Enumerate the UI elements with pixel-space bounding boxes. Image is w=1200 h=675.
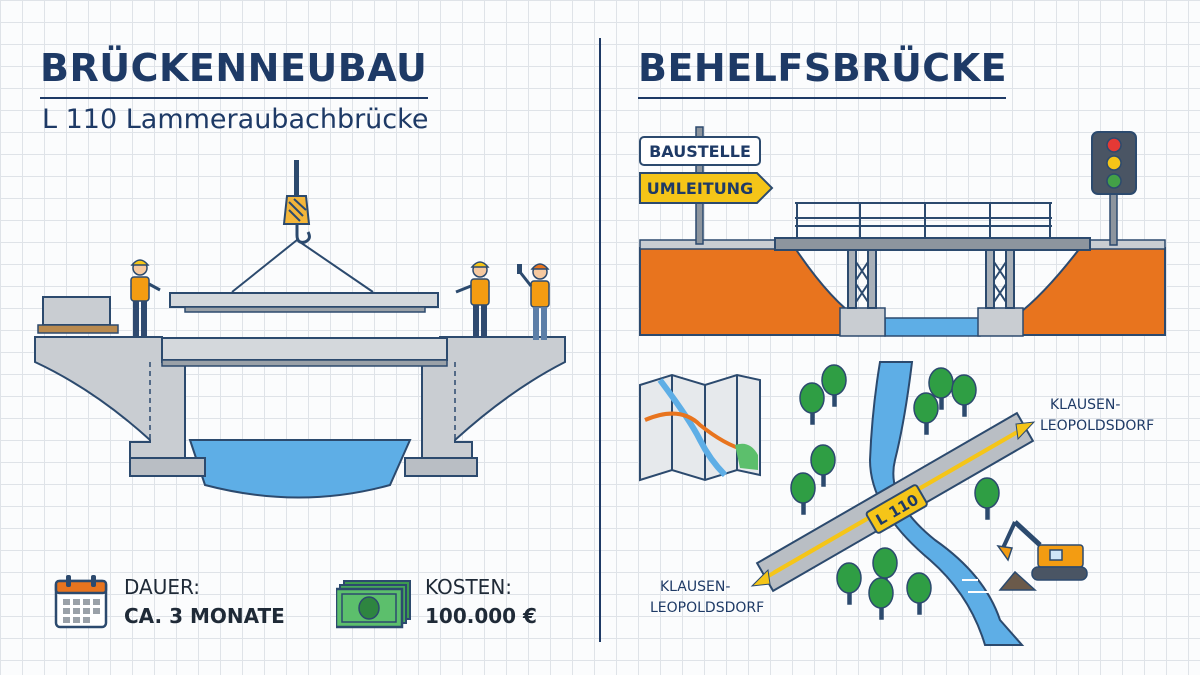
- umleitung-sign: [639, 172, 774, 204]
- bridge-railing: [795, 202, 1052, 238]
- banknote-icon: [336, 580, 411, 629]
- baustelle-sign-text: BAUSTELLE: [649, 142, 751, 161]
- duration-value: CA. 3 MONATE: [124, 604, 285, 628]
- concrete-block: [42, 296, 111, 326]
- worker-with-radio: [517, 263, 550, 340]
- steel-trestle-right: [985, 249, 1015, 309]
- right-title-underline: [638, 97, 1006, 99]
- temporary-bridge-deck: [774, 237, 1091, 251]
- river-water: [188, 439, 412, 499]
- left-footing: [129, 457, 206, 477]
- steel-trestle-left: [847, 249, 877, 309]
- right-abutment: [421, 336, 566, 459]
- crane-hook-icon: [295, 224, 311, 244]
- temporary-bridge-illustration: BAUSTELLE UMLEITUNG: [639, 126, 1166, 337]
- destination-top-line1: KLAUSEN-: [1050, 397, 1120, 413]
- stream-water: [884, 317, 981, 337]
- bridge-construction-illustration: [34, 160, 566, 499]
- excavator-icon: [996, 520, 1088, 591]
- traffic-light-icon: [1091, 131, 1137, 246]
- installed-bridge-deck: [161, 337, 448, 361]
- calendar-icon: [54, 575, 108, 629]
- duration-label: DAUER:: [124, 575, 201, 599]
- panel-divider: [599, 38, 601, 642]
- crane-cable: [294, 160, 299, 200]
- left-title: BRÜCKENNEUBAU: [40, 46, 428, 90]
- worker-signaling: [455, 261, 490, 338]
- destination-bottom-line2: LEOPOLDSDORF: [650, 600, 764, 616]
- cost-value: 100.000 €: [425, 604, 537, 628]
- left-subtitle: L 110 Lammeraubachbrücke: [42, 104, 429, 135]
- baustelle-sign: [639, 136, 761, 166]
- left-title-underline: [40, 97, 428, 99]
- destination-top-line2: LEOPOLDSDORF: [1040, 418, 1154, 434]
- left-abutment: [34, 336, 186, 459]
- tree-icon-group: [790, 364, 1000, 620]
- umleitung-sign-text: UMLEITUNG: [647, 179, 753, 198]
- worker-left: [130, 259, 161, 336]
- cost-label: KOSTEN:: [425, 575, 513, 599]
- destination-bottom-line1: KLAUSEN-: [660, 579, 730, 595]
- folded-map-icon: [639, 373, 761, 482]
- right-footing: [404, 457, 478, 477]
- detour-map-illustration: L 110 KLAUSEN- LEOPOLDSDORF KLAUSEN- LEO…: [639, 361, 1154, 646]
- right-title: BEHELFSBRÜCKE: [638, 46, 1008, 90]
- road-label-plate: [865, 484, 928, 534]
- suspended-bridge-beam: [169, 292, 439, 308]
